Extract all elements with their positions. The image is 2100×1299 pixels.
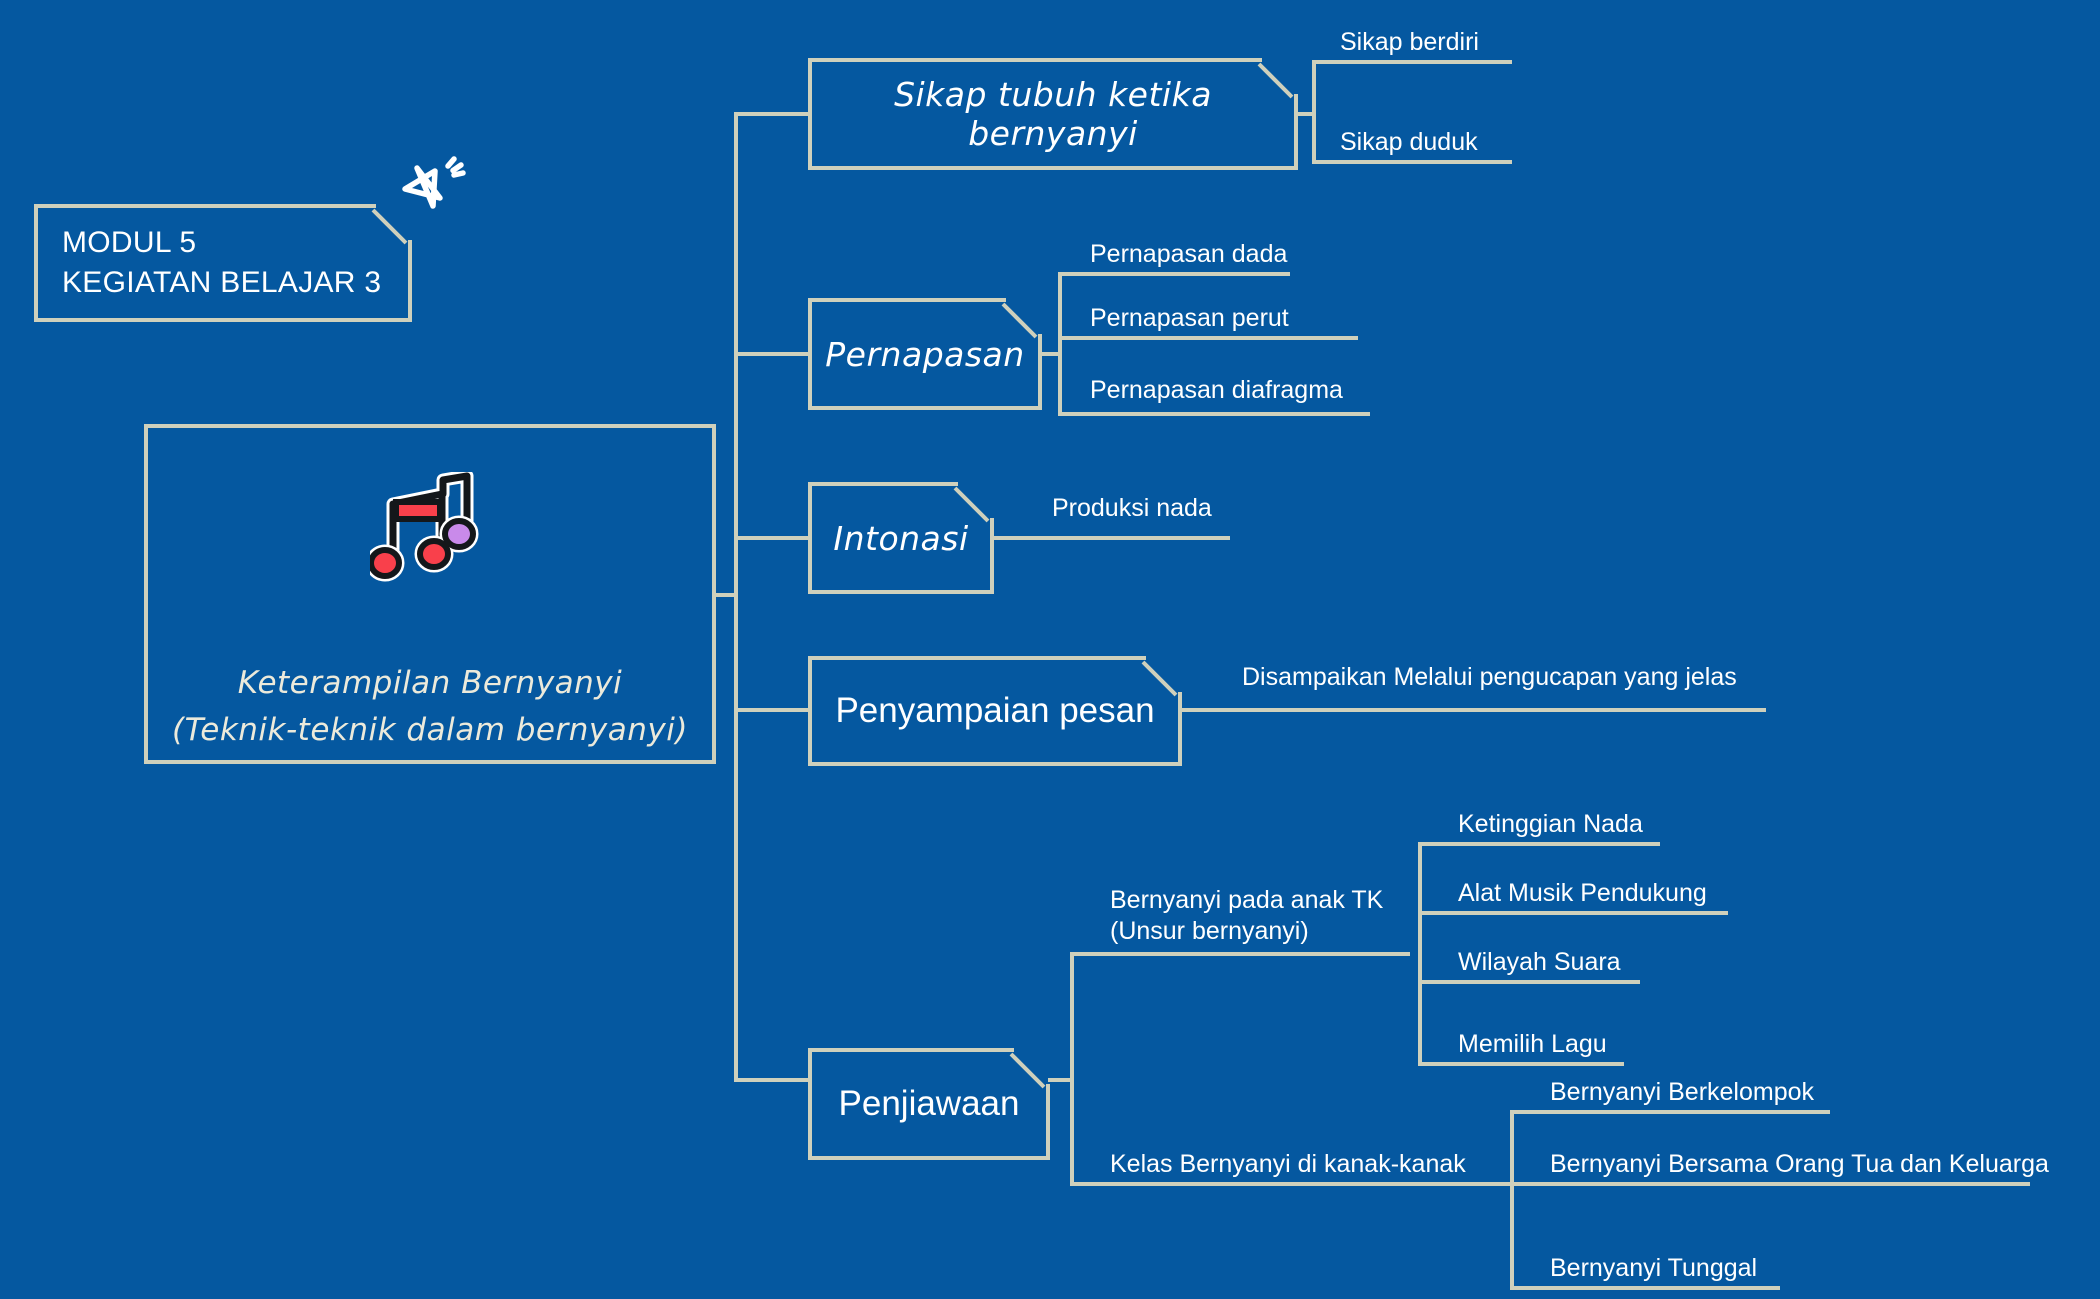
underline-bernyanyi-tk	[1070, 952, 1410, 956]
fold-mask	[1014, 1046, 1052, 1084]
leaf-pernapasan-perut[interactable]: Pernapasan perut	[1090, 304, 1289, 332]
branch-node-penyampaian-pesan[interactable]: Penyampaian pesan	[808, 654, 1184, 766]
connector-sikap-bracket	[1312, 60, 1316, 164]
leaf-disampaikan[interactable]: Disampaikan Melalui pengucapan yang jela…	[1242, 663, 1737, 691]
connector-trunk	[734, 114, 738, 1080]
underline-kelas-bernyanyi	[1070, 1182, 1760, 1186]
underline-memilih-lagu	[1418, 1062, 1624, 1066]
leaf-sikap-berdiri[interactable]: Sikap berdiri	[1340, 28, 1479, 56]
underline-sikap-berdiri	[1312, 60, 1512, 64]
connector-branch-intonasi	[734, 536, 810, 540]
leaf-memilih-lagu[interactable]: Memilih Lagu	[1458, 1030, 1607, 1058]
leaf-ketinggian-nada[interactable]: Ketinggian Nada	[1458, 810, 1643, 838]
fold-mask	[1006, 296, 1044, 334]
connector-branch-pernapasan	[734, 352, 810, 356]
connector-pernapasan-stub	[1040, 352, 1060, 356]
underline-pernapasan-perut	[1058, 336, 1358, 340]
branch-label-intonasi: Intonasi	[833, 518, 969, 558]
underline-pernapasan-dada	[1058, 272, 1290, 276]
branch-label-penyampaian-pesan: Penyampaian pesan	[835, 691, 1155, 730]
leaf-sikap-duduk[interactable]: Sikap duduk	[1340, 128, 1478, 156]
leaf-alat-musik-pendukung[interactable]: Alat Musik Pendukung	[1458, 879, 1707, 907]
branch-node-penjiawaan[interactable]: Penjiawaan	[808, 1046, 1052, 1160]
branch-node-pernapasan[interactable]: Pernapasan	[808, 296, 1044, 410]
connector-center-stub	[716, 593, 738, 597]
sparkle-star-icon	[402, 156, 466, 209]
underline-disampaikan	[1180, 708, 1766, 712]
leaf-bernyanyi-berkelompok[interactable]: Bernyanyi Berkelompok	[1550, 1078, 1815, 1106]
branch-node-intonasi[interactable]: Intonasi	[808, 480, 996, 594]
underline-alat-musik	[1418, 911, 1728, 915]
underline-ketinggian-nada	[1418, 842, 1660, 846]
underline-produksi-nada	[992, 536, 1230, 540]
connector-sikap-stub	[1296, 112, 1314, 116]
module-header-card[interactable]: MODUL 5 KEGIATAN BELAJAR 3	[34, 202, 414, 322]
connector-penjiawaan-stub	[1048, 1078, 1072, 1082]
connector-branch-sikap	[734, 112, 810, 116]
branch-label-pernapasan: Pernapasan	[825, 334, 1025, 374]
branch-label-penjiawaan: Penjiawaan	[838, 1084, 1020, 1123]
fold-mask	[1146, 654, 1184, 692]
leaf-bernyanyi-tunggal[interactable]: Bernyanyi Tunggal	[1550, 1254, 1758, 1282]
connector-kelas-bracket	[1510, 1110, 1514, 1290]
leaf-bernyanyi-bersama[interactable]: Bernyanyi Bersama Orang Tua dan Keluarga	[1550, 1150, 2049, 1178]
underline-sikap-duduk	[1312, 160, 1512, 164]
connector-tk-bracket	[1418, 842, 1422, 1066]
branch-node-sikap-tubuh[interactable]: Sikap tubuh ketika bernyanyi	[808, 56, 1300, 170]
underline-bernyanyi-tunggal	[1510, 1286, 1780, 1290]
underline-pernapasan-diafragma	[1058, 412, 1370, 416]
connector-pernapasan-bracket	[1058, 272, 1062, 414]
branch-label-sikap-tubuh: Sikap tubuh ketika bernyanyi	[894, 75, 1212, 153]
leaf-produksi-nada[interactable]: Produksi nada	[1052, 494, 1212, 522]
leaf-pernapasan-dada[interactable]: Pernapasan dada	[1090, 240, 1288, 268]
underline-bernyanyi-bersama	[1510, 1182, 2030, 1186]
leaf-pernapasan-diafragma[interactable]: Pernapasan diafragma	[1090, 376, 1343, 404]
fold-mask	[958, 480, 996, 518]
connector-branch-pesan	[734, 708, 810, 712]
connector-branch-penjiawaan	[734, 1078, 810, 1082]
fold-mask	[1262, 56, 1300, 94]
connector-penjiawaan-bracket	[1070, 952, 1074, 1182]
music-notes-icon	[370, 472, 479, 582]
leaf-kelas-bernyanyi[interactable]: Kelas Bernyanyi di kanak-kanak	[1110, 1150, 1466, 1178]
center-node-card[interactable]: Keterampilan Bernyanyi (Teknik-teknik da…	[144, 424, 716, 764]
leaf-wilayah-suara[interactable]: Wilayah Suara	[1458, 948, 1621, 976]
center-node-title: Keterampilan Bernyanyi (Teknik-teknik da…	[172, 665, 688, 749]
module-header-label: MODUL 5 KEGIATAN BELAJAR 3	[62, 226, 382, 299]
leaf-bernyanyi-tk[interactable]: Bernyanyi pada anak TK (Unsur bernyanyi)	[1110, 886, 1384, 945]
underline-wilayah-suara	[1418, 980, 1640, 984]
underline-bernyanyi-berkelompok	[1510, 1110, 1830, 1114]
